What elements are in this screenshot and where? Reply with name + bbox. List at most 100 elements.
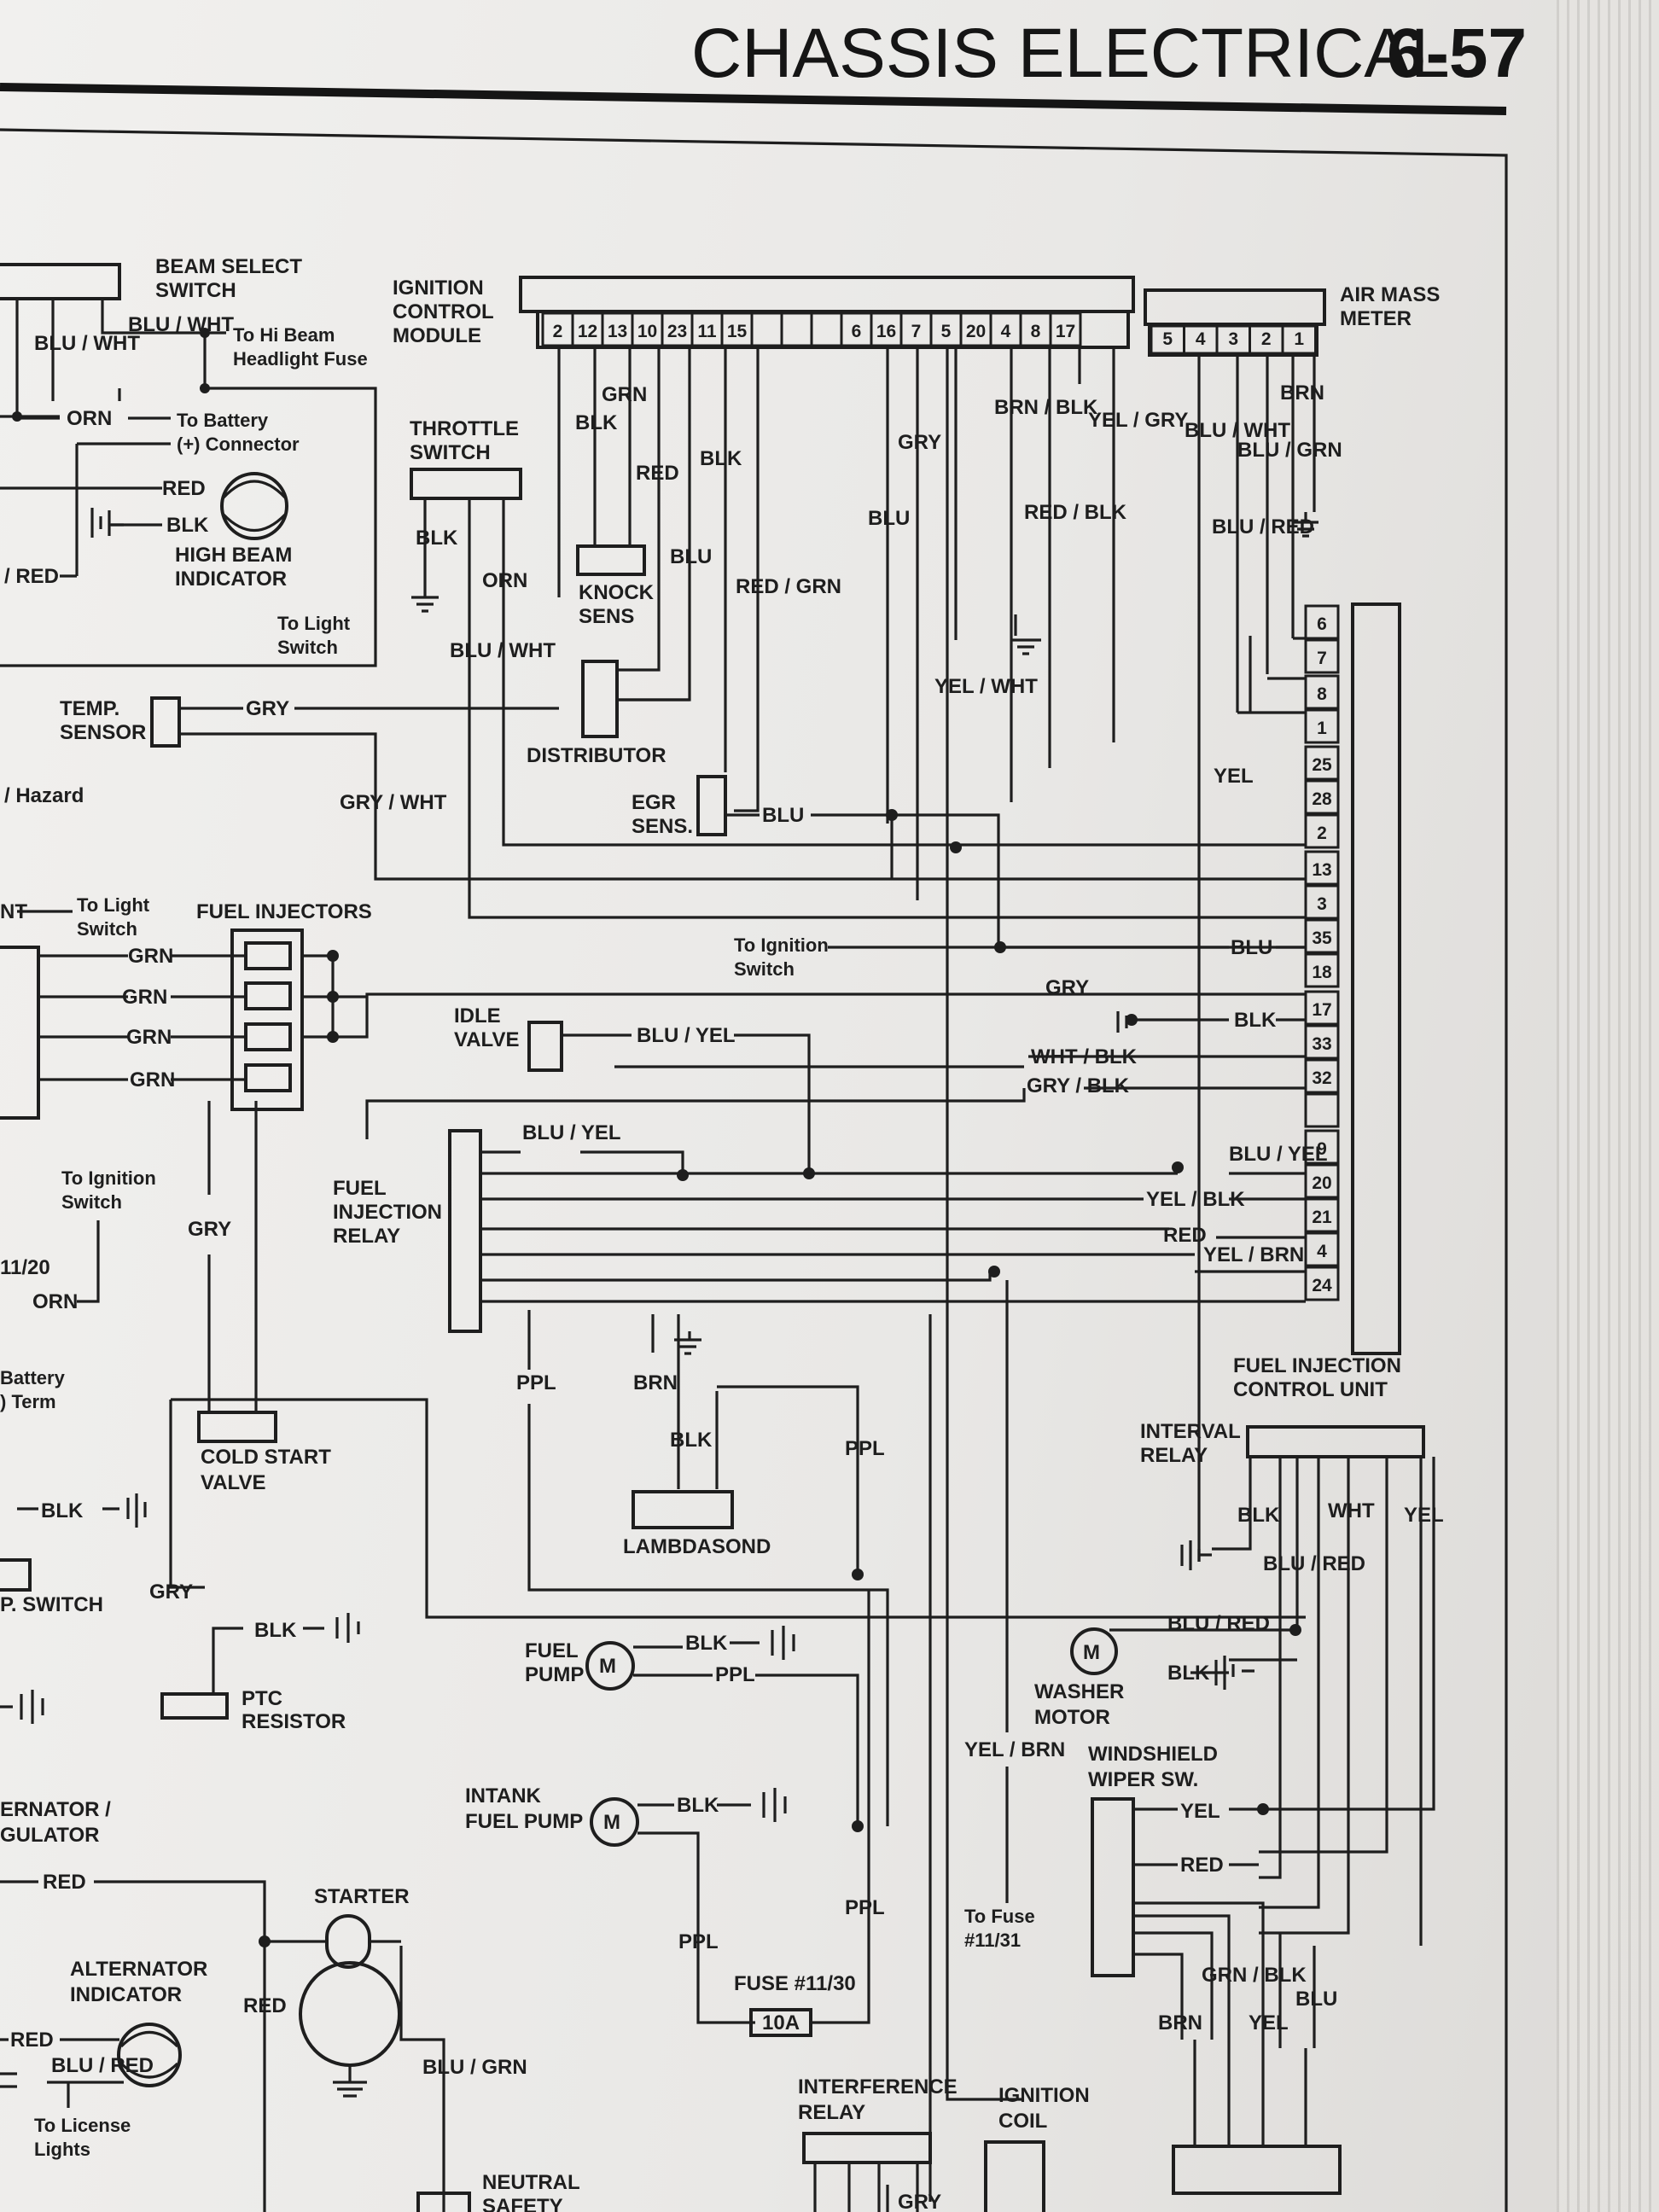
svg-text:COLD START: COLD START: [201, 1446, 331, 1469]
svg-text:AIR MASS: AIR MASS: [1340, 283, 1440, 306]
ground-icon: [674, 1331, 701, 1355]
note-light-switch: Switch: [277, 637, 338, 658]
wire-label: BLK: [416, 527, 458, 550]
wire-label: GRN: [126, 1026, 172, 1049]
knock-sensor: KNOCK SENS: [576, 544, 655, 628]
ecu-pin-cell: [1304, 638, 1340, 674]
wire-label: YEL: [1404, 1504, 1444, 1527]
ecu-pin-cell: [1304, 1266, 1340, 1301]
air-mass-meter: AIR MASS METER: [1144, 283, 1440, 357]
ecu-pin-cell: [1304, 1024, 1340, 1060]
icm-pin-cell: [780, 311, 813, 347]
fuel-injectors-label: FUEL INJECTORS: [196, 900, 372, 923]
ecu-pin-number: 17: [1312, 1000, 1331, 1020]
wire-label: BRN / BLK: [994, 396, 1098, 419]
icm-pin-number: 7: [911, 322, 922, 341]
note-hi-beam: To Hi Beam: [233, 324, 335, 346]
svg-text:FUEL INJECTION: FUEL INJECTION: [1233, 1354, 1401, 1377]
fuse-10a: [749, 2008, 812, 2037]
icm-pin-number: 23: [667, 322, 687, 341]
wire-label: GRY: [898, 431, 941, 454]
ecu-pin-number: 33: [1312, 1034, 1331, 1054]
note-light-switch: To Light: [277, 613, 351, 634]
ground-icon: [90, 508, 124, 538]
wire-label: RED / GRN: [736, 575, 841, 598]
wire-label: PPL: [516, 1371, 556, 1394]
icm-pin-number: 11: [697, 322, 717, 341]
ecu-pin-number: 28: [1312, 789, 1332, 809]
note-license-lights: To License: [34, 2115, 131, 2136]
icm-pin-number: 8: [1031, 322, 1041, 341]
note-battery: (+) Connector: [177, 434, 300, 455]
wire-label: PPL: [678, 1930, 719, 1953]
wire-label: BRN: [633, 1371, 678, 1394]
note-ignition-switch: Switch: [734, 958, 795, 980]
icm-pin-cell: [1049, 311, 1082, 347]
wire-label: WHT / BLK: [1031, 1045, 1138, 1068]
neutral-safety-switch: NEUTRAL SAFETY: [416, 2171, 580, 2212]
wire-label: BLK: [670, 1429, 713, 1452]
wire-label: GRY: [1045, 976, 1089, 999]
ptc-resistor: PTC RESISTOR: [160, 1687, 346, 1733]
cold-start-valve: COLD START VALVE: [197, 1411, 331, 1494]
ignition-coil: IGNITION COIL: [984, 2084, 1090, 2212]
icm-pin-number: 5: [941, 322, 952, 341]
note-ignition-switch: To Ignition: [61, 1167, 156, 1189]
wire-label: YEL: [1249, 2011, 1289, 2034]
wire-label: BLU / YEL: [637, 1024, 736, 1047]
svg-text:SWITCH: SWITCH: [410, 441, 491, 464]
note-battery: ) Term: [0, 1391, 56, 1412]
egr-sensor: EGR SENS.: [632, 775, 727, 838]
ecu-pin-cell: [1304, 708, 1340, 744]
ecu-pin-number: 6: [1317, 614, 1327, 634]
page-edge-shadow: [1557, 0, 1659, 2212]
starter-motor: [299, 1914, 401, 2098]
ecu-pin-number: 25: [1312, 755, 1332, 775]
svg-text:RESISTOR: RESISTOR: [242, 1710, 346, 1733]
wire-label: BLU / WHT: [450, 639, 556, 662]
wire-label: YEL / BRN: [1203, 1243, 1304, 1266]
ecu-pin-number: 20: [1312, 1173, 1331, 1193]
svg-text:WINDSHIELD: WINDSHIELD: [1088, 1743, 1218, 1766]
amm-pin-number: 2: [1261, 329, 1272, 349]
icm-pin-cell: [750, 311, 783, 347]
svg-text:METER: METER: [1340, 307, 1412, 330]
ecu-pin-number: 24: [1312, 1276, 1332, 1295]
svg-text:RELAY: RELAY: [1140, 1444, 1208, 1467]
alternator-regulator: ERNATOR / GULATOR: [0, 1798, 111, 1847]
ecu-pin-number: 1: [1317, 719, 1327, 738]
note-battery: Battery: [0, 1367, 66, 1388]
ecu-pin-cell: [1304, 850, 1340, 886]
icm-pin-number: 12: [578, 322, 597, 341]
svg-text:ALTERNATOR: ALTERNATOR: [70, 1958, 207, 1981]
wire-label: YEL: [1214, 765, 1254, 788]
svg-text:THROTTLE: THROTTLE: [410, 417, 519, 440]
wire-label: BLU / YEL: [1229, 1143, 1328, 1166]
fuel-injection-relay: FUEL INJECTION RELAY: [333, 1129, 482, 1333]
note-hi-beam: Headlight Fuse: [233, 348, 368, 370]
wire-label: GRY / WHT: [340, 791, 447, 814]
svg-text:KNOCK: KNOCK: [579, 581, 655, 604]
svg-text:INJECTION: INJECTION: [333, 1201, 442, 1224]
ecu-pin-cell: [1304, 745, 1340, 781]
note-fuse: 11/20: [0, 1256, 50, 1279]
ecu-pin-number: 9: [1317, 1139, 1327, 1159]
ecu-pin-number: 13: [1312, 860, 1331, 880]
svg-text:MODULE: MODULE: [393, 324, 481, 347]
high-beam-lamp-icon: [220, 472, 288, 540]
wire-label: PPL: [845, 1896, 885, 1919]
icm-pin-number: 20: [966, 322, 986, 341]
svg-text:INTERVAL: INTERVAL: [1140, 1420, 1241, 1443]
icm-pin-number: 4: [1001, 322, 1011, 341]
note-fuse: To Fuse: [964, 1906, 1035, 1927]
ecu-pin-number: 3: [1317, 894, 1327, 914]
wire-label: BLK: [254, 1619, 297, 1642]
note-battery: To Battery: [177, 410, 269, 431]
light-switch-block: [0, 946, 40, 1120]
wire-label: BLU: [1295, 1988, 1337, 2011]
wire-label: RED: [1163, 1224, 1207, 1247]
lambdasond: LAMBDASOND: [623, 1490, 771, 1558]
svg-text:ERNATOR /: ERNATOR /: [0, 1798, 111, 1821]
svg-text:SWITCH: SWITCH: [155, 279, 236, 302]
